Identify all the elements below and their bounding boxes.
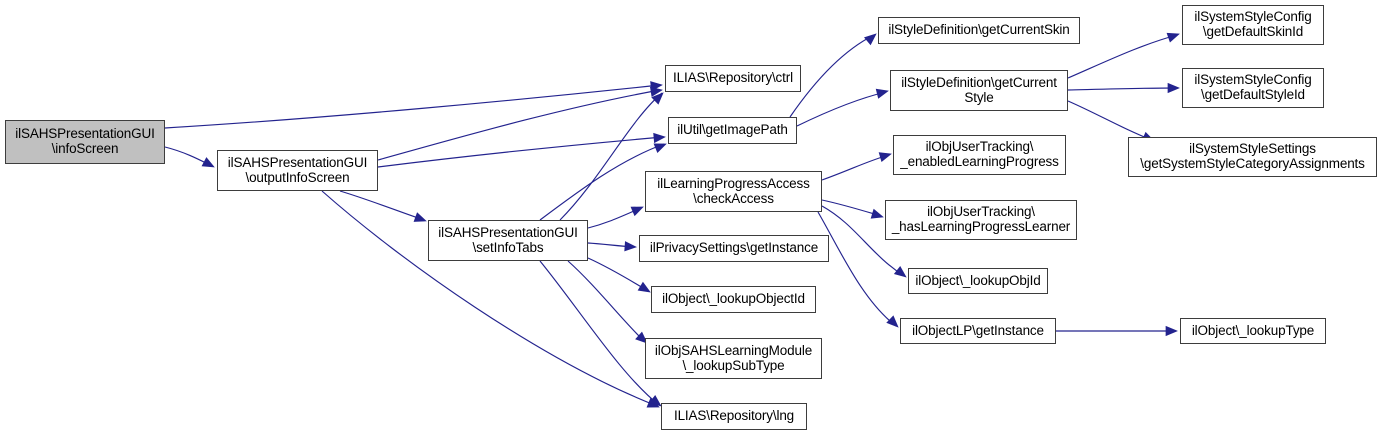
graph-node-label: ILIAS\Repository\ctrl <box>673 70 793 86</box>
graph-node-label: ilObjUserTracking\ _enabledLearningProgr… <box>900 139 1059 169</box>
arrow-head-icon <box>1165 325 1178 337</box>
graph-node-n6[interactable]: ilPrivacySettings\getInstance <box>639 235 829 262</box>
graph-node-label: ilObject\_lookupType <box>1191 322 1315 338</box>
call-edge <box>1067 87 1178 91</box>
arrow-head-icon <box>624 241 637 252</box>
graph-node-n7[interactable]: ilObject\_lookupObjectId <box>651 286 816 313</box>
graph-node-label: ilObjSAHSLearningModule \_lookupSubType <box>654 342 813 373</box>
arrow-head-icon <box>201 157 215 168</box>
graph-node-n12[interactable]: ilObjUserTracking\ _enabledLearningProgr… <box>893 135 1066 175</box>
arrow-head-icon <box>875 88 889 99</box>
graph-node-n10[interactable]: ilStyleDefinition\getCurrentSkin <box>878 17 1080 44</box>
graph-node-n11[interactable]: ilStyleDefinition\getCurrent Style <box>890 70 1068 111</box>
graph-node-label: ILIAS\Repository\lng <box>673 408 795 424</box>
graph-node-n16[interactable]: ilSystemStyleConfig \getDefaultSkinId <box>1182 5 1324 45</box>
graph-node-label: ilObject\_lookupObjId <box>915 272 1041 288</box>
graph-node-n15[interactable]: ilObjectLP\getInstance <box>900 318 1056 344</box>
graph-node-label: ilSAHSPresentationGUI \outputInfoScreen <box>227 154 368 185</box>
graph-node-label: ilStyleDefinition\getCurrent Style <box>901 74 1057 105</box>
graph-node-n2[interactable]: ilSAHSPresentationGUI \setInfoTabs <box>428 220 588 261</box>
arrow-head-icon <box>653 143 667 154</box>
graph-node-label: ilSAHSPresentationGUI \infoScreen <box>15 126 155 156</box>
call-edge <box>321 190 658 407</box>
call-edge <box>377 136 664 168</box>
call-edge <box>539 260 660 406</box>
arrow-head-icon <box>651 92 664 105</box>
graph-node-label: ilUtil\getImagePath <box>677 122 788 138</box>
call-edge <box>339 190 425 221</box>
graph-node-n5[interactable]: ilLearningProgressAccess \checkAccess <box>645 171 822 212</box>
call-edge <box>821 154 890 181</box>
call-edge <box>377 89 661 161</box>
graph-node-n1[interactable]: ilSAHSPresentationGUI \outputInfoScreen <box>217 150 378 191</box>
arrow-head-icon <box>870 208 884 219</box>
call-edge <box>1067 100 1153 141</box>
arrow-head-icon <box>886 315 899 328</box>
arrow-head-icon <box>413 212 427 222</box>
graph-node-n13[interactable]: ilObjUserTracking\ _hasLearningProgressL… <box>885 200 1077 240</box>
arrow-head-icon <box>878 152 892 163</box>
arrow-head-icon <box>1166 32 1180 43</box>
arrow-head-icon <box>864 33 877 46</box>
call-edge <box>164 84 661 129</box>
graph-node-label: ilStyleDefinition\getCurrentSkin <box>888 22 1070 38</box>
graph-node-label: ilSystemStyleConfig \getDefaultStyleId <box>1194 72 1312 102</box>
call-edge <box>789 34 875 118</box>
graph-node-n3[interactable]: ILIAS\Repository\ctrl <box>665 65 801 92</box>
call-edge <box>821 205 905 277</box>
graph-node-label: ilLearningProgressAccess \checkAccess <box>657 175 810 206</box>
call-edge <box>796 91 887 127</box>
graph-node-label: ilSystemStyleConfig \getDefaultSkinId <box>1194 9 1312 39</box>
call-edge <box>821 199 882 217</box>
graph-node-n0[interactable]: ilSAHSPresentationGUI \infoScreen <box>5 120 165 164</box>
arrow-head-icon <box>648 394 662 407</box>
arrow-head-icon <box>649 86 663 97</box>
graph-node-label: ilPrivacySettings\getInstance <box>649 240 819 256</box>
call-edge <box>567 260 646 343</box>
graph-node-n19[interactable]: ilObject\_lookupType <box>1180 318 1326 344</box>
call-edge <box>817 211 897 327</box>
graph-node-n18[interactable]: ilSystemStyleSettings \getSystemStyleCat… <box>1128 137 1377 177</box>
arrow-head-icon <box>893 265 907 278</box>
arrow-head-icon <box>635 331 648 344</box>
call-edge <box>1067 34 1178 79</box>
graph-node-n9[interactable]: ILIAS\Repository\lng <box>661 403 807 430</box>
call-edge <box>559 92 663 221</box>
graph-node-n17[interactable]: ilSystemStyleConfig \getDefaultStyleId <box>1182 68 1324 108</box>
call-edge <box>587 257 649 292</box>
call-edge <box>539 143 665 221</box>
arrow-head-icon <box>630 206 644 217</box>
graph-node-label: ilSAHSPresentationGUI \setInfoTabs <box>438 224 578 255</box>
arrow-head-icon <box>653 132 666 144</box>
graph-node-label: ilObjectLP\getInstance <box>912 322 1044 338</box>
graph-node-label: ilSystemStyleSettings \getSystemStyleCat… <box>1140 141 1365 171</box>
graph-node-n8[interactable]: ilObjSAHSLearningModule \_lookupSubType <box>645 338 822 379</box>
graph-node-n14[interactable]: ilObject\_lookupObjId <box>908 268 1048 294</box>
graph-node-n4[interactable]: ilUtil\getImagePath <box>668 117 797 144</box>
graph-node-label: ilObjUserTracking\ _hasLearningProgressL… <box>891 204 1071 234</box>
arrow-head-icon <box>1167 82 1180 94</box>
arrow-head-icon <box>637 281 651 293</box>
graph-node-label: ilObject\_lookupObjectId <box>662 291 805 307</box>
